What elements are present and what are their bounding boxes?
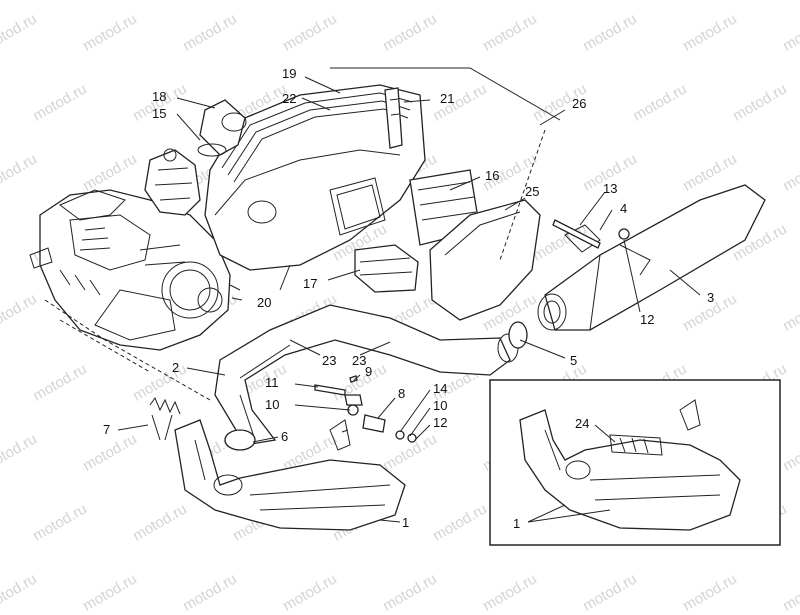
callout-24: 24 <box>575 416 589 431</box>
callout-8: 8 <box>398 386 405 401</box>
callout-2: 2 <box>172 360 179 375</box>
callout-3: 3 <box>707 290 714 305</box>
air-box <box>204 84 426 271</box>
callout-25: 25 <box>525 184 539 199</box>
exhaust-exploded-diagram: 19 22 21 26 18 15 16 25 13 4 12 3 17 20 … <box>29 66 781 546</box>
carburetor <box>144 148 201 216</box>
expansion-chamber <box>174 419 406 531</box>
callout-22: 22 <box>282 91 296 106</box>
callout-12b: 12 <box>433 415 447 430</box>
callout-17: 17 <box>303 276 317 291</box>
clamp-5 <box>508 321 528 349</box>
filter-cover <box>429 199 541 321</box>
intake-hose <box>197 99 247 157</box>
leader-lines <box>44 67 701 523</box>
silencer <box>537 184 766 331</box>
callout-20: 20 <box>257 295 271 310</box>
callout-1: 1 <box>402 515 409 530</box>
nut-12 <box>618 228 630 240</box>
strap-bracket <box>384 87 403 149</box>
callout-15: 15 <box>152 106 166 121</box>
engine-block <box>29 189 243 351</box>
callout-11: 11 <box>265 375 279 390</box>
callout-10a: 10 <box>265 397 279 412</box>
callout-16: 16 <box>485 168 499 183</box>
callout-4: 4 <box>620 201 627 216</box>
callout-10b: 10 <box>433 398 447 413</box>
callout-5: 5 <box>570 353 577 368</box>
callout-1-inset: 1 <box>513 516 520 531</box>
callout-14: 14 <box>433 381 447 396</box>
spring-6 <box>224 429 256 451</box>
callout-18: 18 <box>152 89 166 104</box>
callout-23a: 23 <box>322 353 336 368</box>
callout-labels: 19 22 21 26 18 15 16 25 13 4 12 3 17 20 … <box>103 66 714 531</box>
callout-19: 19 <box>282 66 296 81</box>
callout-23b: 23 <box>352 353 366 368</box>
callout-26: 26 <box>572 96 586 111</box>
mounting-hardware <box>314 375 417 443</box>
callout-21: 21 <box>440 91 454 106</box>
inset-variant <box>489 379 781 546</box>
callout-6: 6 <box>281 429 288 444</box>
callout-12a: 12 <box>640 312 654 327</box>
intake-boot <box>354 244 419 293</box>
bolt-13 <box>552 219 601 249</box>
callout-9: 9 <box>365 364 372 379</box>
callout-13: 13 <box>603 181 617 196</box>
spring-7 <box>149 396 181 441</box>
callout-7: 7 <box>103 422 110 437</box>
